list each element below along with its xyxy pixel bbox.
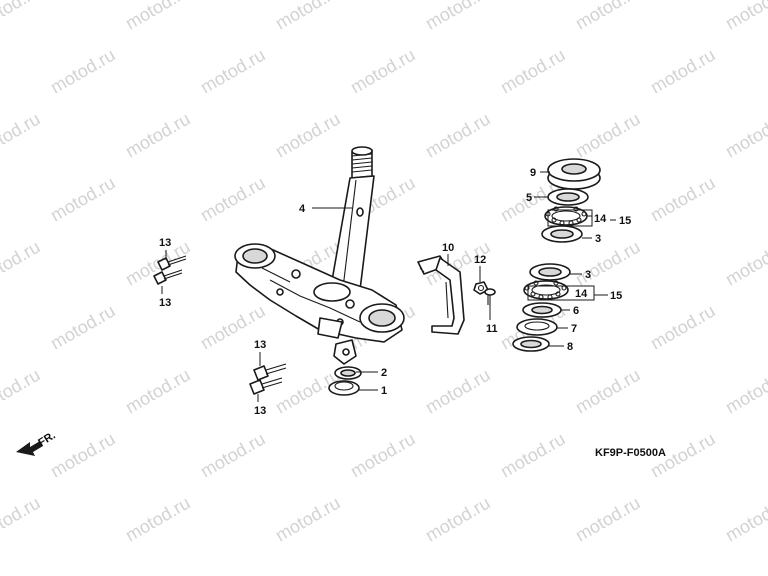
steering-stem <box>329 146 375 293</box>
watermark-text: motod.ru <box>347 429 419 482</box>
callout-6: 6 <box>573 305 579 317</box>
watermark-text: motod.ru <box>497 429 569 482</box>
callout-1: 1 <box>381 385 387 397</box>
watermark-text: motod.ru <box>47 173 119 226</box>
callout-8: 8 <box>567 341 573 353</box>
watermark-text: motod.ru <box>0 493 44 546</box>
watermark-text: motod.ru <box>422 0 494 33</box>
watermark-text: motod.ru <box>572 237 644 290</box>
watermark-text: motod.ru <box>422 365 494 418</box>
callout-12: 12 <box>474 254 486 266</box>
bolt-group-top <box>153 255 187 285</box>
watermark-text: motod.ru <box>572 0 644 33</box>
watermark-text: motod.ru <box>572 493 644 546</box>
callout-14-upper: 14 <box>594 213 607 225</box>
watermark-text: motod.ru <box>347 45 419 98</box>
watermark-text: motod.ru <box>122 0 194 33</box>
lower-bearing-stack <box>512 263 571 352</box>
watermark-text: motod.ru <box>197 45 269 98</box>
callout-15-upper: 15 <box>619 215 631 227</box>
watermark-text: motod.ru <box>0 109 44 162</box>
watermark-text: motod.ru <box>722 0 768 33</box>
watermark-text: motod.ru <box>47 301 119 354</box>
stem-lower-seal-parts <box>328 339 362 396</box>
watermark-text: motod.ru <box>122 365 194 418</box>
callout-7: 7 <box>571 323 577 335</box>
watermark-text: motod.ru <box>197 429 269 482</box>
watermark-text: motod.ru <box>647 301 719 354</box>
callout-13-top-a: 13 <box>159 237 171 249</box>
bolt-group-bottom <box>249 363 287 395</box>
callout-3-upper: 3 <box>595 233 601 245</box>
watermark-text: motod.ru <box>0 365 44 418</box>
watermark-text: motod.ru <box>647 45 719 98</box>
callout-10: 10 <box>442 242 454 254</box>
watermark-text: motod.ru <box>272 0 344 33</box>
diagram-code: KF9P-F0500A <box>595 447 666 459</box>
callout-5: 5 <box>526 192 532 204</box>
watermark-text: motod.ru <box>572 365 644 418</box>
callout-2: 2 <box>381 367 387 379</box>
watermark-text: motod.ru <box>272 109 344 162</box>
callout-3-lower: 3 <box>585 269 591 281</box>
front-direction-arrow: FR. <box>16 430 58 456</box>
upper-bearing-stack <box>541 158 601 243</box>
lower-triple-clamp <box>234 243 405 343</box>
callout-15-lower: 15 <box>610 290 622 302</box>
screw-11 <box>484 288 496 306</box>
callout-labels: 4 13 13 13 13 2 1 10 12 11 9 5 14 15 3 3… <box>159 167 631 417</box>
watermark-text: motod.ru <box>422 109 494 162</box>
watermark-text: motod.ru <box>272 493 344 546</box>
watermark-text: motod.ru <box>722 493 768 546</box>
callout-4: 4 <box>299 203 306 215</box>
watermark-text: motod.ru <box>722 109 768 162</box>
watermark-text: motod.ru <box>722 365 768 418</box>
callout-13-bottom-b: 13 <box>254 405 266 417</box>
watermark-text: motod.ru <box>647 173 719 226</box>
watermark-text: motod.ru <box>0 0 44 33</box>
watermark-text: motod.ru <box>47 429 119 482</box>
watermark-text: motod.ru <box>722 237 768 290</box>
watermark-text: motod.ru <box>0 237 44 290</box>
watermark-text: motod.ru <box>122 493 194 546</box>
watermark-text: motod.ru <box>422 493 494 546</box>
callout-13-bottom-a: 13 <box>254 339 266 351</box>
watermark-text: motod.ru <box>572 109 644 162</box>
watermark-text: motod.ru <box>47 45 119 98</box>
callout-9: 9 <box>530 167 536 179</box>
cable-bracket <box>417 255 465 335</box>
callout-13-top-b: 13 <box>159 297 171 309</box>
leader-lines <box>161 171 616 402</box>
callout-11: 11 <box>486 323 498 335</box>
watermark-text: motod.ru <box>197 173 269 226</box>
callout-14-lower: 14 <box>575 288 588 300</box>
watermark-text: motod.ru <box>122 109 194 162</box>
watermark-text: motod.ru <box>497 45 569 98</box>
